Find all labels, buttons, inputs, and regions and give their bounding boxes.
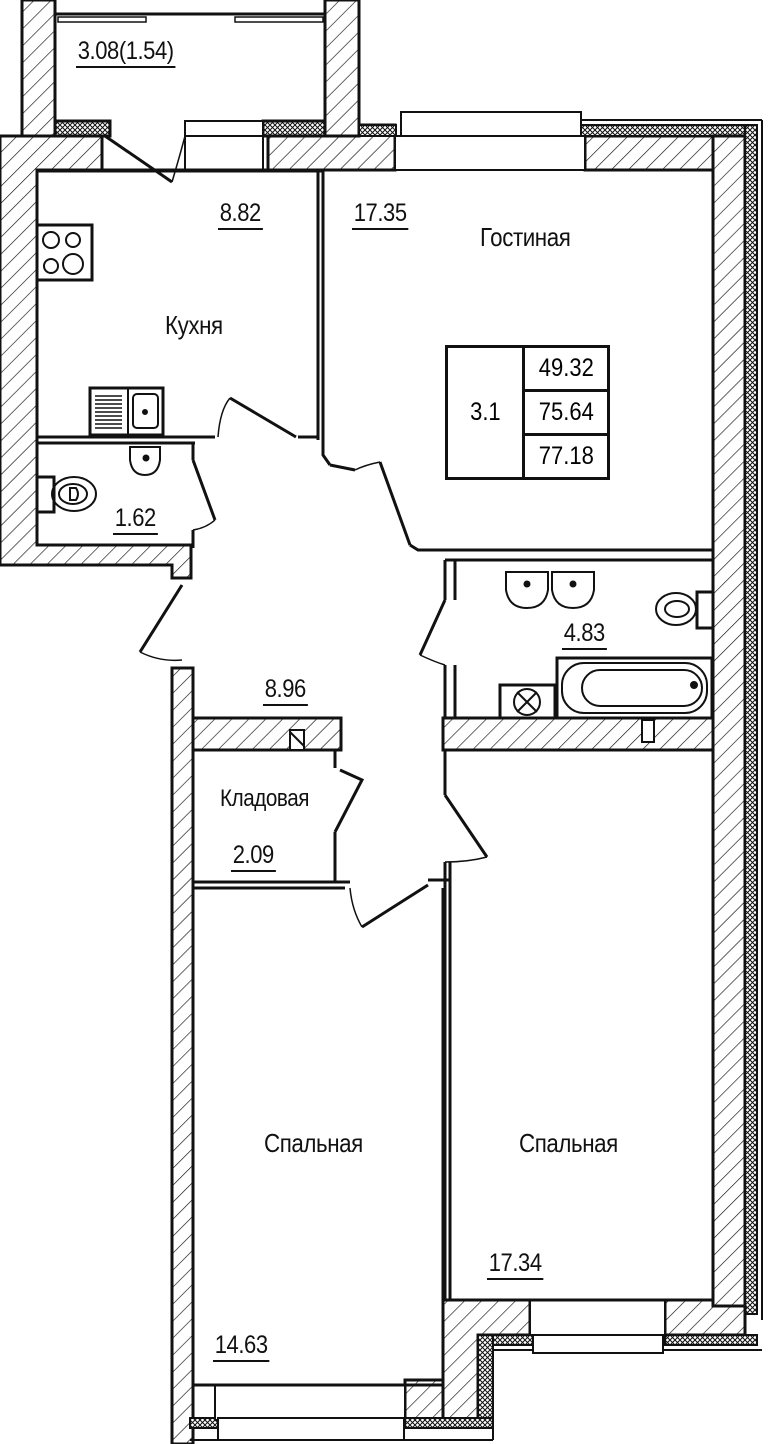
interior-walls xyxy=(35,168,715,1387)
hall-area-label: 8.96 xyxy=(263,676,308,706)
apartment-type-cell: 3.1 xyxy=(448,348,525,477)
living-area-label: 17.35 xyxy=(352,200,409,230)
kitchen-name-label: Кухня xyxy=(165,310,223,340)
balcony-area-label: 3.08(1.54) xyxy=(76,38,176,68)
stove-icon xyxy=(35,223,94,282)
living-name-label: Гостиная xyxy=(480,222,571,252)
bedroom2-name-label: Спальная xyxy=(519,1128,618,1158)
kitchen-sink-icon xyxy=(88,386,165,437)
windows xyxy=(184,111,666,1441)
total-area-value: 75.64 xyxy=(538,398,594,426)
outer-walls xyxy=(0,119,763,1444)
living-area-cell: 49.32 xyxy=(525,348,607,392)
bathtub-icon xyxy=(555,656,714,720)
bathroom-sinks-icon xyxy=(505,571,595,610)
total-area-balcony-value: 77.18 xyxy=(538,442,594,470)
ventilation-shaft-icon xyxy=(289,719,655,751)
storage-area-label: 2.09 xyxy=(231,842,276,872)
washing-machine-icon xyxy=(498,683,557,720)
apartment-type: 3.1 xyxy=(469,398,501,426)
bedroom1-area-label: 14.63 xyxy=(213,1332,270,1362)
toilet-icon xyxy=(35,475,97,514)
bedroom2-area-label: 17.34 xyxy=(487,1250,544,1280)
apartment-summary-table: 3.1 49.32 75.64 77.18 xyxy=(445,345,610,480)
bathroom-toilet-icon xyxy=(655,590,715,630)
doors xyxy=(104,134,489,929)
balcony xyxy=(20,0,361,138)
total-area-balcony-cell: 77.18 xyxy=(525,436,607,477)
wc-sink-icon xyxy=(129,446,161,477)
bathroom-area-label: 4.83 xyxy=(562,620,607,650)
wc-area-label: 1.62 xyxy=(113,505,158,535)
total-area-cell: 75.64 xyxy=(525,392,607,436)
bedroom1-name-label: Спальная xyxy=(264,1128,363,1158)
living-area-value: 49.32 xyxy=(538,354,594,382)
kitchen-area-label: 8.82 xyxy=(218,200,263,230)
storage-name-label: Кладовая xyxy=(220,785,310,812)
